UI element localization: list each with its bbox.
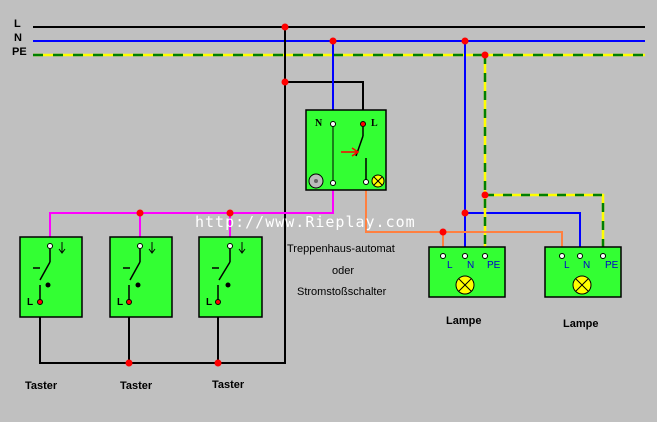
device-description-line2: oder	[332, 265, 355, 277]
button2-caption: Taster	[120, 380, 153, 392]
lamp1-n-terminal: N	[467, 260, 475, 271]
automat-n-label: N	[315, 118, 323, 129]
motor-icon-hub	[314, 179, 318, 183]
button3-l-label: L	[206, 297, 213, 308]
automat-actuator-head	[351, 147, 360, 157]
lamp-2	[544, 246, 622, 298]
button2-l-label: L	[117, 297, 124, 308]
lamp2-l-terminal: L	[564, 260, 570, 271]
button3-caption: Taster	[212, 379, 245, 391]
automat-l-label: L	[371, 118, 378, 129]
lamp2-neutral-wire	[465, 212, 581, 256]
automat-out-terminal	[363, 179, 369, 185]
watermark: http://www.Rieplay.com	[195, 213, 416, 231]
automat-trigger-terminal	[330, 180, 336, 186]
automat-l-terminal	[360, 121, 366, 127]
button1-caption: Taster	[25, 380, 58, 392]
lamp2-caption: Lampe	[563, 318, 599, 330]
automat-n-terminal	[330, 121, 336, 127]
button-bus-wire	[49, 190, 334, 246]
device-description-line3: Stromstoßschalter	[297, 286, 387, 298]
push-button-1	[19, 236, 83, 318]
lamp2-pe-wire-stripe	[485, 193, 605, 256]
lamp1-pe-terminal: PE	[487, 260, 501, 271]
phase-return-wire	[39, 82, 286, 364]
junction-dots	[125, 23, 489, 367]
indicator-lamp-cross-2	[373, 176, 383, 186]
rail-label-pe: PE	[12, 46, 27, 58]
lamp2-pe-terminal: PE	[605, 260, 619, 271]
rail-label-l: L	[14, 18, 21, 30]
phase-feed-wire	[284, 27, 364, 122]
rail-label-n: N	[14, 32, 22, 44]
lamp-switched-wire	[365, 190, 563, 256]
lamp2-n-terminal: N	[583, 260, 591, 271]
lamp1-l-terminal: L	[447, 260, 453, 271]
lamp1-caption: Lampe	[446, 315, 482, 327]
button1-l-label: L	[27, 297, 34, 308]
push-button-2	[109, 236, 173, 318]
lamp-1	[428, 246, 506, 298]
device-description-line1: Treppenhaus-automat	[287, 243, 395, 255]
push-button-3	[198, 236, 263, 318]
